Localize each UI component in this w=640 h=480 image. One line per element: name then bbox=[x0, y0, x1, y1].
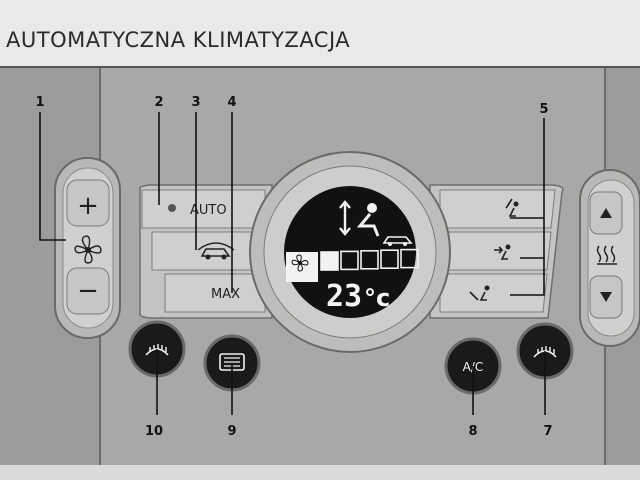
fan-level-bar bbox=[360, 250, 379, 270]
fan-level-bars bbox=[320, 248, 419, 271]
seat-heater-control bbox=[579, 169, 640, 347]
auto-label: AUTO bbox=[190, 203, 227, 218]
car-recirculation-icon bbox=[197, 242, 235, 260]
auto-button[interactable]: AUTO bbox=[141, 189, 266, 229]
page-bottom-band bbox=[0, 465, 640, 480]
recirculation-indicator-icon bbox=[382, 236, 413, 246]
callout-7: 7 bbox=[543, 424, 552, 439]
max-label: MAX bbox=[211, 287, 240, 302]
seat-heat-icon bbox=[596, 245, 617, 265]
callout-4: 4 bbox=[227, 95, 236, 110]
fan-level-bar bbox=[400, 248, 419, 269]
fan-level-bar bbox=[340, 250, 359, 271]
fan-level-bar bbox=[320, 251, 339, 271]
fan-speed-control: + − bbox=[54, 157, 121, 339]
callout-3: 3 bbox=[191, 95, 200, 110]
callout-5: 5 bbox=[539, 102, 548, 117]
fan-level-icon bbox=[291, 254, 309, 272]
airflow-lower-button[interactable] bbox=[439, 273, 548, 313]
title-divider bbox=[0, 66, 640, 68]
fan-icon bbox=[74, 235, 102, 264]
callout-leaders bbox=[39, 112, 546, 415]
callout-10: 10 bbox=[145, 424, 163, 439]
center-display: 23 °c bbox=[249, 151, 451, 353]
airflow-upper-button[interactable] bbox=[439, 189, 556, 229]
callout-1: 1 bbox=[35, 95, 44, 110]
right-button-cluster bbox=[429, 184, 564, 319]
max-defrost-button[interactable]: MAX bbox=[164, 273, 266, 313]
auto-indicator-icon bbox=[168, 204, 176, 212]
airflow-upper-icon bbox=[505, 198, 519, 217]
fan-increase-button[interactable]: + bbox=[66, 179, 110, 227]
recirculation-button[interactable] bbox=[151, 231, 266, 271]
leader-5-branches bbox=[510, 217, 544, 259]
airflow-lower-icon bbox=[469, 285, 490, 301]
callout-2: 2 bbox=[154, 95, 163, 110]
leader-5 bbox=[510, 118, 545, 296]
leader-1 bbox=[39, 112, 66, 241]
airflow-middle-icon bbox=[494, 244, 511, 260]
fan-level-bar bbox=[380, 249, 399, 269]
temperature-unit: °c bbox=[364, 284, 390, 312]
fan-decrease-button[interactable]: − bbox=[66, 267, 110, 315]
callout-8: 8 bbox=[468, 424, 477, 439]
callout-9: 9 bbox=[227, 424, 236, 439]
triangle-up-icon bbox=[600, 208, 612, 218]
temperature-value: 23 bbox=[326, 279, 362, 314]
airflow-middle-button[interactable] bbox=[439, 231, 552, 271]
triangle-down-icon bbox=[600, 292, 612, 302]
minus-label: − bbox=[77, 276, 99, 306]
plus-label: + bbox=[77, 191, 99, 221]
airflow-direction-icon bbox=[339, 200, 380, 237]
page-title: AUTOMATYCZNA KLIMATYZACJA bbox=[6, 28, 351, 52]
seat-heat-up-button[interactable] bbox=[589, 191, 623, 235]
seat-heat-down-button[interactable] bbox=[589, 275, 623, 319]
